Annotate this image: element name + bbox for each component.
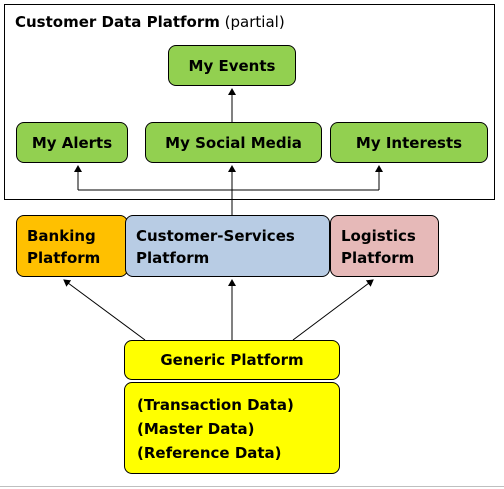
logistics-platform-line1: Logistics: [341, 227, 416, 245]
banking-platform-line2: Platform: [27, 249, 101, 267]
generic-platform-data-box: (Transaction Data) (Master Data) (Refere…: [124, 382, 340, 474]
banking-platform-line1: Banking: [27, 227, 96, 245]
my-interests-label: My Interests: [355, 133, 463, 152]
my-alerts-box: My Alerts: [16, 122, 128, 163]
customer-data-platform-frame: Customer Data Platform (partial): [4, 4, 495, 200]
my-events-box: My Events: [168, 45, 296, 86]
banking-platform-box: Banking Platform: [16, 215, 128, 277]
reference-data-label: (Reference Data): [137, 444, 282, 462]
generic-platform-box: Generic Platform: [124, 340, 340, 380]
generic-platform-label: Generic Platform: [160, 351, 304, 369]
logistics-platform-line2: Platform: [341, 249, 415, 267]
my-social-media-label: My Social Media: [165, 133, 302, 152]
customer-services-platform-line1: Customer-Services: [136, 227, 295, 245]
logistics-platform-box: Logistics Platform: [330, 215, 439, 277]
my-alerts-label: My Alerts: [31, 133, 113, 152]
arrow-generic-to-logistics: [292, 279, 374, 341]
bottom-divider: [0, 486, 504, 487]
customer-services-platform-box: Customer-Services Platform: [125, 215, 330, 277]
frame-title-suffix: (partial): [224, 13, 285, 31]
my-events-label: My Events: [188, 56, 276, 75]
arrow-generic-to-banking: [63, 279, 146, 341]
my-interests-box: My Interests: [330, 122, 488, 163]
master-data-label: (Master Data): [137, 420, 255, 438]
frame-title-bold: Customer Data Platform: [15, 13, 220, 31]
frame-title: Customer Data Platform (partial): [15, 13, 285, 31]
transaction-data-label: (Transaction Data): [137, 396, 294, 414]
customer-services-platform-line2: Platform: [136, 249, 210, 267]
my-social-media-box: My Social Media: [145, 122, 322, 163]
